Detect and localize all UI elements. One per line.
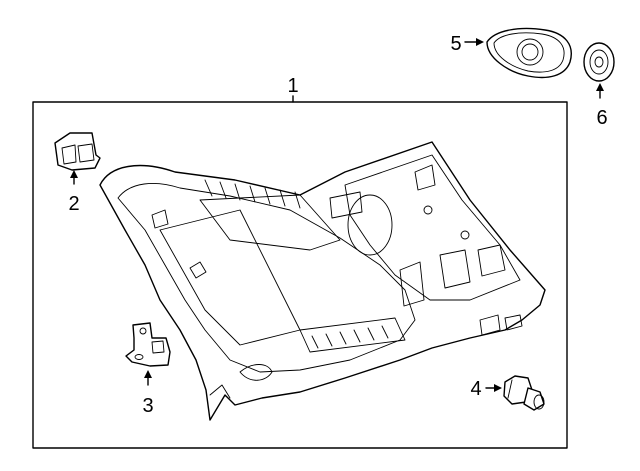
callout-6-label: 6 — [596, 107, 607, 129]
callout-1: 1 — [287, 75, 299, 103]
assembly-frame — [32, 101, 568, 449]
quarter-trim-panel — [99, 141, 546, 421]
callout-3-label: 3 — [142, 395, 153, 417]
callout-2-label: 2 — [68, 193, 79, 215]
callout-1-label: 1 — [287, 75, 298, 97]
gasket-part-5: 5 — [450, 27, 572, 79]
clip-part-2: 2 — [54, 132, 101, 215]
plug-part-6: 6 — [583, 42, 615, 129]
bracket-part-3: 3 — [125, 322, 171, 417]
fastener-part-4: 4 — [470, 375, 545, 411]
callout-4-label: 4 — [470, 378, 481, 400]
callout-5-label: 5 — [450, 33, 461, 55]
